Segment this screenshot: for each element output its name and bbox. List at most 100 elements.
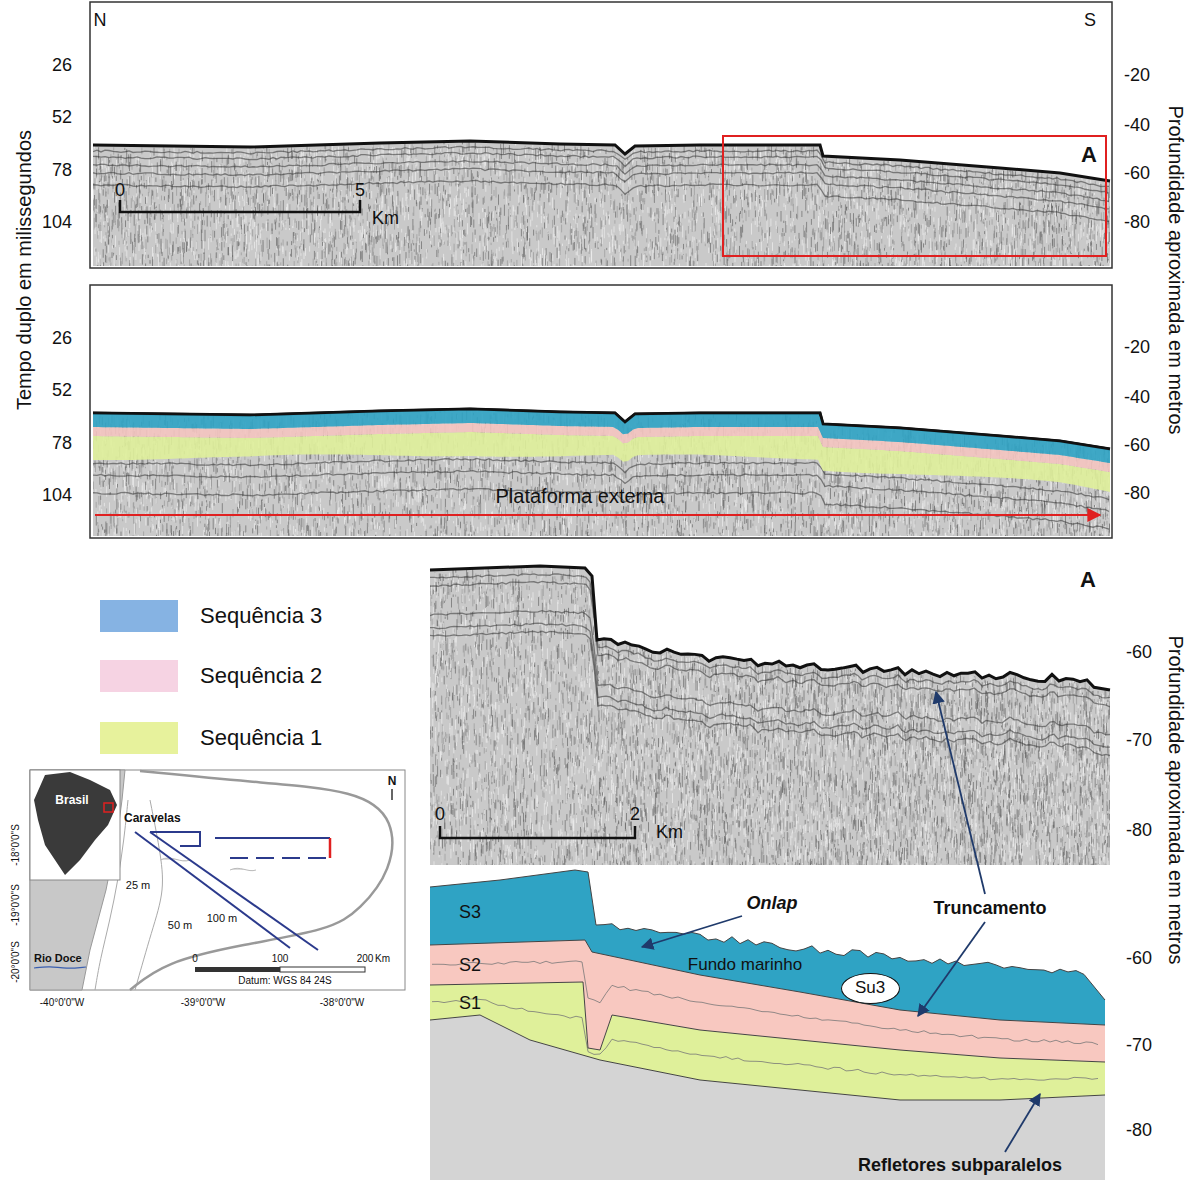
datum-note: Datum: WGS 84 24S — [238, 976, 331, 986]
zone-label: Plataforma externa — [496, 486, 665, 506]
time-tick: 52 — [52, 381, 72, 399]
time-tick: 104 — [42, 213, 72, 231]
survey-line — [135, 832, 290, 948]
depth-tick: -60 — [1124, 436, 1150, 454]
scale-value: 2 — [630, 805, 640, 823]
scale-bar — [280, 967, 365, 972]
seismic-reflector — [93, 168, 1109, 209]
axis-title: Profundidade aproximada em metros — [1166, 635, 1186, 964]
leader-arrow — [918, 922, 985, 1016]
sequence-2-band — [93, 423, 1110, 472]
scale-unit: Km — [375, 954, 390, 964]
country-name: Brasil — [55, 794, 88, 806]
compass-letter: N — [94, 11, 107, 29]
river-line — [34, 967, 86, 968]
sequence-boundary-label: S2 — [459, 956, 481, 974]
seafloor-line — [430, 566, 1110, 690]
legend-text: Sequência 3 — [200, 605, 322, 627]
seismic-noise — [430, 567, 1109, 876]
survey-line — [215, 837, 330, 839]
isobath-label: 50 m — [168, 920, 192, 931]
callout-label: Truncamento — [933, 899, 1046, 917]
leader-arrow — [936, 692, 985, 894]
survey-line — [230, 857, 330, 859]
seismic-section — [93, 141, 1110, 278]
legend-swatch — [100, 600, 178, 632]
latitude-label: -18°0'0"S — [11, 824, 21, 866]
callout-label: Onlap — [746, 894, 797, 912]
isobath-label: 100 m — [207, 913, 238, 924]
longitude-label: -39°0'0"W — [181, 998, 225, 1008]
seismic-section — [430, 566, 1110, 877]
sequence-3-band — [93, 409, 1110, 463]
axis-title: Profundidade aproximada em metros — [1166, 105, 1186, 434]
seismic-section — [93, 409, 1110, 548]
sequence-boundary — [430, 982, 1105, 1062]
scale-bar — [120, 200, 360, 212]
depth-tick: -70 — [1126, 731, 1152, 749]
seismic-reflector — [93, 470, 1109, 511]
panel-frame — [90, 2, 1112, 268]
seafloor-line — [93, 141, 1110, 181]
scale-value: 100 — [272, 954, 289, 964]
survey-line — [150, 832, 318, 950]
longitude-label: -40°0'0"W — [40, 998, 84, 1008]
depth-tick: -80 — [1126, 1121, 1152, 1139]
scale-unit: Km — [656, 823, 683, 841]
isobath-label: 25 m — [126, 880, 150, 891]
sequence-boundary — [430, 1015, 1105, 1100]
place-name: Caravelas — [124, 812, 181, 824]
sequence-boundary — [430, 940, 1105, 1025]
legend-text: Sequência 2 — [200, 665, 322, 687]
depth-tick: -60 — [1124, 164, 1150, 182]
longitude-label: -38°0'0"W — [320, 998, 364, 1008]
scale-unit: Km — [372, 209, 399, 227]
seafloor-line — [93, 409, 1110, 449]
depth-tick: -80 — [1124, 213, 1150, 231]
internal-reflector — [432, 961, 1098, 1045]
north-arrow — [391, 789, 393, 800]
depth-tick: -20 — [1124, 66, 1150, 84]
north-letter: N — [388, 775, 397, 787]
internal-reflector — [432, 999, 1098, 1080]
isobath-line — [135, 800, 162, 990]
seismic-reflector — [93, 161, 1109, 202]
legend-text: Sequência 1 — [200, 727, 322, 749]
time-tick: 26 — [52, 56, 72, 74]
shelf-edge-isobath — [130, 771, 392, 990]
callout-label: Refletores subparalelos — [858, 1156, 1062, 1174]
sequence-boundary — [430, 870, 1105, 1000]
panel-letter: A — [1080, 569, 1096, 591]
depth-tick: -80 — [1124, 484, 1150, 502]
sequence-3-fill — [430, 870, 1105, 1025]
depth-tick: -60 — [1126, 949, 1152, 967]
leader-arrow — [1005, 1094, 1040, 1152]
zoom-region-box: A — [722, 135, 1107, 257]
sequence-boundary-label: S3 — [459, 903, 481, 921]
seismic-reflector — [430, 631, 1110, 755]
map-frame — [30, 770, 405, 990]
scale-value: 5 — [355, 181, 365, 199]
scale-value: 0 — [115, 181, 125, 199]
legend-swatch — [100, 722, 178, 754]
depth-tick: -40 — [1124, 116, 1150, 134]
inset-frame — [30, 770, 120, 880]
depth-tick: -80 — [1126, 821, 1152, 839]
depth-tick: -70 — [1126, 1036, 1152, 1054]
scale-value: 0 — [192, 954, 198, 964]
seismic-reflector — [430, 581, 1110, 706]
latitude-label: -19°0'0"S — [11, 884, 21, 926]
unit-ellipse: Su3 — [841, 973, 900, 1004]
survey-line — [150, 832, 200, 846]
node-text: Su3 — [855, 979, 885, 998]
seismic-reflector — [430, 623, 1110, 747]
seismic-reflector — [93, 180, 1109, 221]
legend-swatch — [100, 660, 178, 692]
axis-title: Tempo duplo em milissegundos — [14, 130, 34, 410]
scale-bar — [195, 967, 280, 972]
callout-label: Fundo marinho — [688, 956, 802, 973]
time-tick: 104 — [42, 486, 72, 504]
scale-value: 0 — [435, 805, 445, 823]
profile-location — [329, 838, 332, 858]
